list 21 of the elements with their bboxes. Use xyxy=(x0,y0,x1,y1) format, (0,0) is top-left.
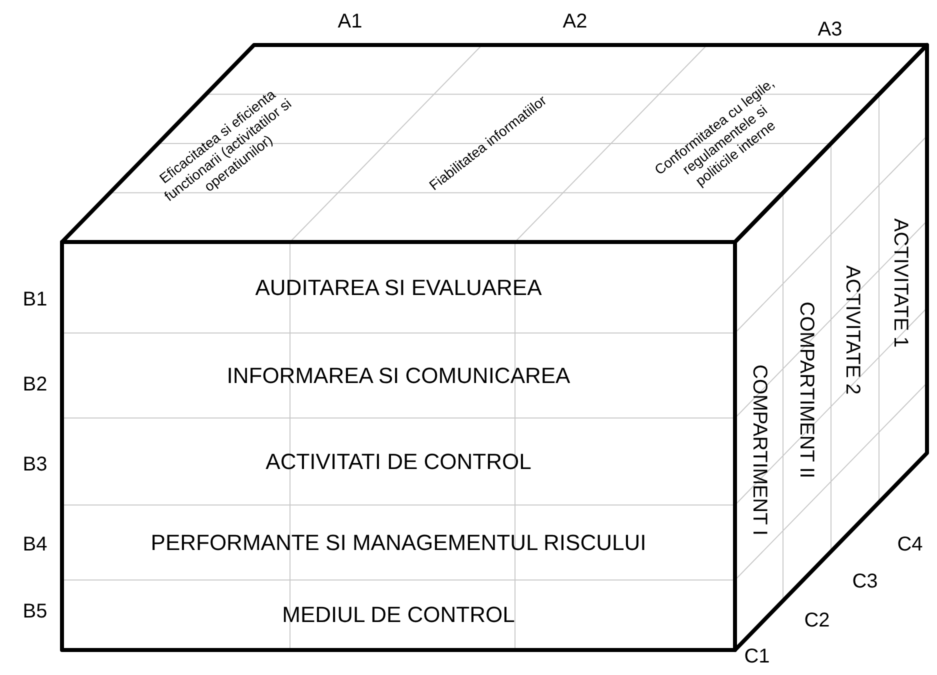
axis-label: A2 xyxy=(562,10,588,34)
row-label: INFORMAREA SI COMUNICAREA xyxy=(226,362,570,388)
unit-label: ACTIVITATE 1 xyxy=(888,218,912,348)
row-label: MEDIUL DE CONTROL xyxy=(282,602,515,628)
axis-label: B1 xyxy=(22,288,48,312)
unit-label: COMPARTIMENT I xyxy=(748,364,770,536)
axis-label: A3 xyxy=(818,18,842,42)
row-label: PERFORMANTE SI MANAGEMENTUL RISCULUI xyxy=(150,530,646,556)
axis-label: C1 xyxy=(744,646,770,668)
axis-label: C4 xyxy=(897,534,923,556)
unit-label: ACTIVITATE 2 xyxy=(840,265,864,395)
axis-label: A1 xyxy=(338,10,362,34)
axis-label: B3 xyxy=(22,454,48,476)
row-label: ACTIVITATI DE CONTROL xyxy=(266,448,532,474)
unit-label: COMPARTIMENT II xyxy=(794,302,818,478)
axis-label: B5 xyxy=(22,600,48,624)
row-label: AUDITAREA SI EVALUAREA xyxy=(255,274,542,300)
axis-label: C3 xyxy=(852,570,878,594)
axis-label: B4 xyxy=(22,534,48,556)
axis-label: B2 xyxy=(22,374,48,396)
axis-label: C2 xyxy=(804,610,830,632)
